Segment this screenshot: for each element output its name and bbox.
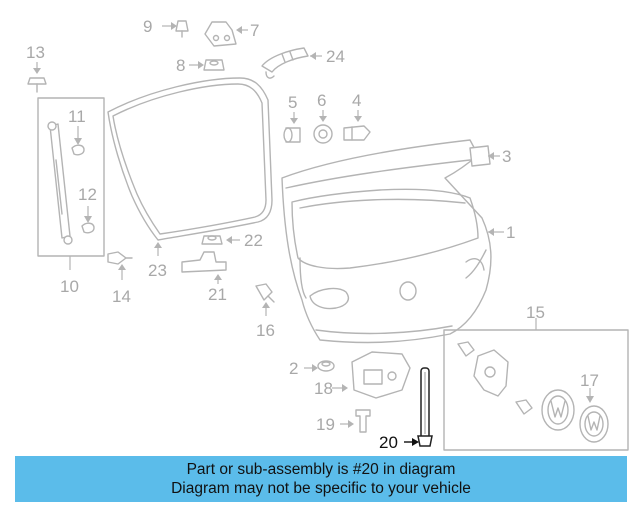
callout-13: 13 [26,43,45,62]
callout-7: 7 [250,21,259,40]
callout-20-highlighted: 20 [379,433,398,452]
callout-9: 9 [143,17,152,36]
callout-10: 10 [60,277,79,296]
part-7-hinge [204,21,248,47]
part-13-screw [27,62,47,93]
callout-18: 18 [314,379,333,398]
callout-14: 14 [112,287,131,306]
banner-line-2: Diagram may not be specific to your vehi… [171,480,471,497]
callout-11: 11 [68,107,86,126]
callout-12: 12 [78,185,97,204]
callout-22: 22 [244,231,263,250]
callout-15: 15 [526,303,545,322]
callout-17: 17 [580,371,599,390]
strut-group [37,97,105,270]
part-22-nut [201,235,240,245]
callout-5: 5 [288,93,297,112]
banner-line-1: Part or sub-assembly is #20 in diagram [186,461,456,478]
part-24-hose [261,47,322,79]
info-banner: Part or sub-assembly is #20 in diagram D… [15,456,627,502]
callout-6: 6 [317,91,326,110]
part-6-grommet [313,110,333,144]
callout-23: 23 [148,261,167,280]
part-19-bolt [340,409,371,433]
part-23-leader [154,242,162,256]
part-5-bumper [283,112,301,143]
part-20-highlighted-rod [404,367,433,447]
callout-21: 21 [208,285,227,304]
part-4-buffer [343,110,371,141]
callout-8: 8 [176,56,185,75]
part-9-bolt [162,20,189,38]
part-21-bracket [181,251,227,284]
part-8-nut [189,59,225,71]
callout-1: 1 [506,223,515,242]
callout-2: 2 [289,359,298,378]
callout-3: 3 [502,147,511,166]
part-14-stud [107,251,133,280]
callout-24: 24 [326,47,345,66]
part-3-pad [469,145,500,167]
callout-19: 19 [316,415,335,434]
parts-diagram: 1 2 3 4 5 6 7 8 9 10 11 12 13 14 15 16 1… [26,17,629,452]
part-16-bolt [255,283,275,316]
callout-labels: 1 2 3 4 5 6 7 8 9 10 11 12 13 14 15 16 1… [26,17,599,452]
part-2-grommet [304,360,335,372]
weatherstrip [107,77,273,241]
callout-16: 16 [256,321,275,340]
callout-4: 4 [352,91,361,110]
liftgate-door [281,139,492,344]
emblem-group [443,318,629,451]
part-18-latch [332,351,411,399]
part-1-leader [488,228,504,236]
